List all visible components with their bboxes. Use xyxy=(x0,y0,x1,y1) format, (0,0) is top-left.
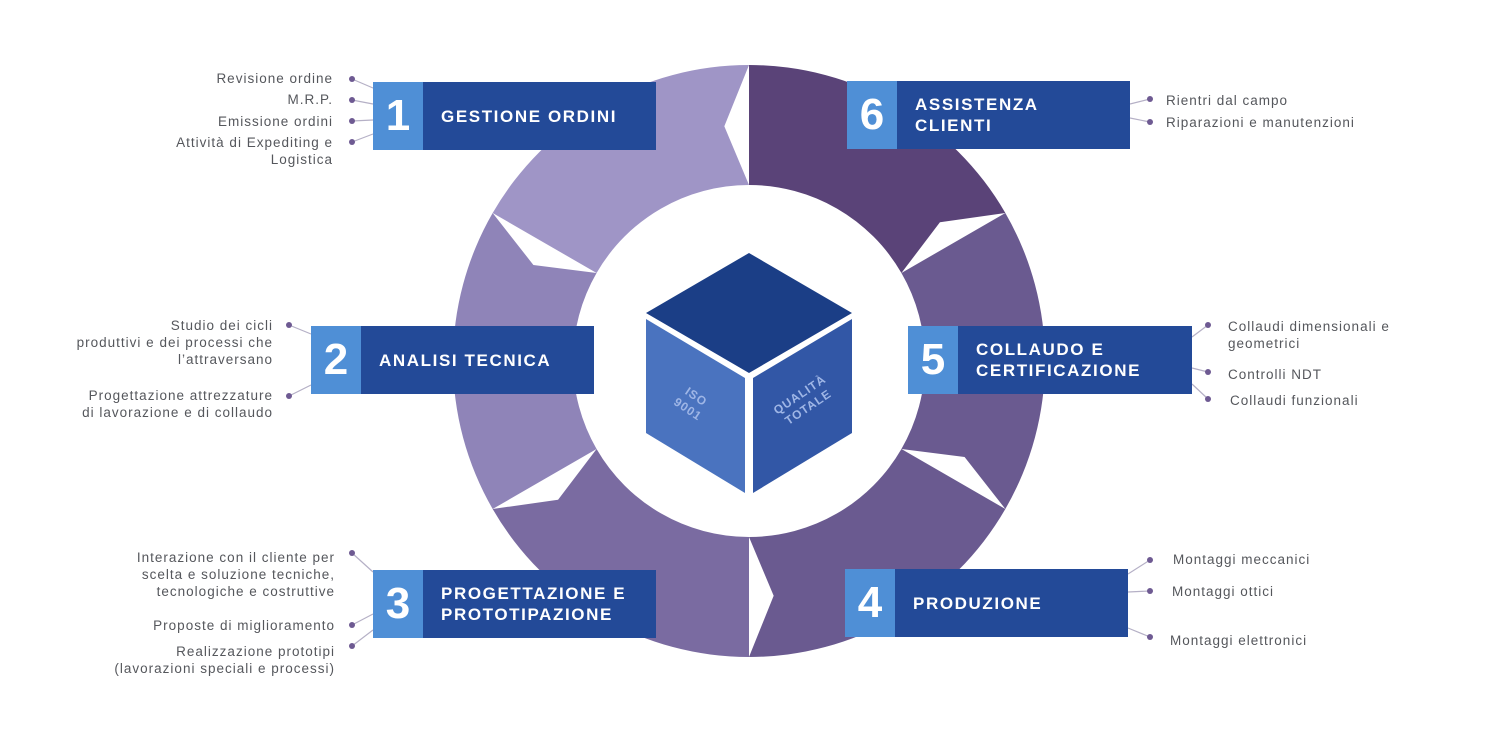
step5-item-dimensionali: Collaudi dimensionali e geometrici xyxy=(1228,319,1390,351)
step-box-6: 6 ASSISTENZA CLIENTI xyxy=(847,81,1130,149)
step-number-2: 2 xyxy=(311,326,361,394)
step-box-4: 4 PRODUZIONE xyxy=(845,569,1128,637)
step5-item-ndt: Controlli NDT xyxy=(1228,367,1323,382)
step6-connector-1 xyxy=(1129,96,1153,105)
step2-connector-1 xyxy=(286,322,312,335)
step4-connector-3 xyxy=(1127,627,1153,640)
step1-connector-4 xyxy=(349,133,374,145)
step-number-1: 1 xyxy=(373,82,423,150)
ring-segment-1 xyxy=(492,65,749,273)
step-title-6: ASSISTENZA CLIENTI xyxy=(915,95,1039,135)
ring-segment-6 xyxy=(749,65,1006,273)
step1-item-mrp: M.R.P. xyxy=(287,92,333,107)
step4-item-ottici: Montaggi ottici xyxy=(1172,584,1275,599)
step3-item-prototipi: Realizzazione prototipi (lavorazioni spe… xyxy=(114,644,335,676)
step5-item-funzionali: Collaudi funzionali xyxy=(1230,393,1359,408)
step-title-3: PROGETTAZIONE E PROTOTIPAZIONE xyxy=(441,584,627,624)
step2-item-progettazione: Progettazione attrezzature di lavorazion… xyxy=(82,388,273,420)
cube-right-face xyxy=(753,319,852,493)
step3-connector-1 xyxy=(349,550,374,573)
cube-top-face xyxy=(646,253,852,373)
step1-item-emissione: Emissione ordini xyxy=(217,114,333,129)
step-title-1: GESTIONE ORDINI xyxy=(441,106,618,126)
step1-item-revisione: Revisione ordine xyxy=(216,71,333,86)
step5-connector-2 xyxy=(1191,367,1211,375)
step1-item-expediting: Attività di Expediting e Logistica xyxy=(176,135,333,167)
step4-connector-1 xyxy=(1127,557,1153,575)
step1-connector-1 xyxy=(349,76,374,89)
step-number-3: 3 xyxy=(373,570,423,638)
step-number-4: 4 xyxy=(845,569,895,637)
step2-item-studio: Studio dei cicli produttivi e dei proces… xyxy=(76,318,273,367)
step3-item-interazione: Interazione con il cliente per scelta e … xyxy=(136,550,335,599)
step-title-2: ANALISI TECNICA xyxy=(379,350,552,370)
quality-cube: ISO9001 QUALITÀTOTALE xyxy=(646,253,852,493)
ring-segment-4 xyxy=(749,449,1006,657)
step5-connector-3 xyxy=(1191,383,1211,402)
step6-connector-2 xyxy=(1129,117,1153,125)
step6-item-rientri: Rientri dal campo xyxy=(1166,93,1289,108)
step-box-2: 2 ANALISI TECNICA xyxy=(311,326,594,394)
step2-connector-2 xyxy=(286,384,312,399)
step-number-5: 5 xyxy=(908,326,958,394)
cube-left-face xyxy=(646,319,745,493)
step4-item-meccanici: Montaggi meccanici xyxy=(1173,552,1311,567)
step-number-6: 6 xyxy=(847,81,897,149)
step5-connector-1 xyxy=(1191,322,1211,338)
step3-item-proposte: Proposte di miglioramento xyxy=(153,618,335,633)
ring-segment-3 xyxy=(492,449,749,657)
step-box-3: 3 PROGETTAZIONE E PROTOTIPAZIONE xyxy=(373,570,656,638)
step6-item-riparazioni: Riparazioni e manutenzioni xyxy=(1166,115,1355,130)
step-title-5: COLLAUDO E CERTIFICAZIONE xyxy=(976,340,1142,380)
step1-connector-3 xyxy=(349,118,374,124)
step-box-1: 1 GESTIONE ORDINI xyxy=(373,82,656,150)
step3-connector-3 xyxy=(349,629,374,649)
step3-connector-2 xyxy=(349,613,374,628)
step1-connector-2 xyxy=(349,97,374,105)
step4-item-elettronici: Montaggi elettronici xyxy=(1170,633,1308,648)
step-title-4: PRODUZIONE xyxy=(913,593,1043,613)
step4-connector-2 xyxy=(1127,588,1153,594)
step-box-5: 5 COLLAUDO E CERTIFICAZIONE xyxy=(908,326,1192,394)
